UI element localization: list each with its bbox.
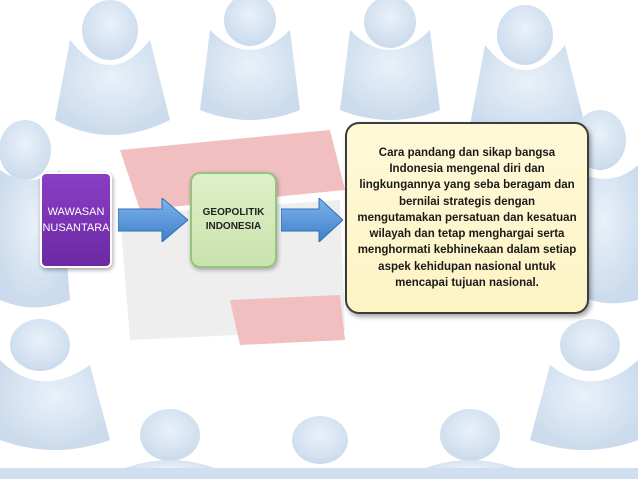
definition-text: Cara pandang dan sikap bangsa Indonesia … <box>357 147 577 289</box>
geopolitik-indonesia-box: GEOPOLITIK INDONESIA <box>190 172 277 268</box>
arrow-right-icon <box>118 198 188 242</box>
bottom-band <box>0 468 638 479</box>
geopolitik-indonesia-line1: GEOPOLITIK <box>202 207 265 218</box>
definition-box: Cara pandang dan sikap bangsa Indonesia … <box>345 122 589 314</box>
wawasan-nusantara-box: WAWASAN NUSANTARA <box>40 172 112 268</box>
map-shapes <box>120 130 345 345</box>
arrow-right-icon <box>281 198 343 242</box>
wawasan-nusantara-line2: NUSANTARA <box>42 222 110 234</box>
geopolitik-indonesia-line2: INDONESIA <box>205 221 262 232</box>
wawasan-nusantara-line1: WAWASAN <box>47 206 105 218</box>
